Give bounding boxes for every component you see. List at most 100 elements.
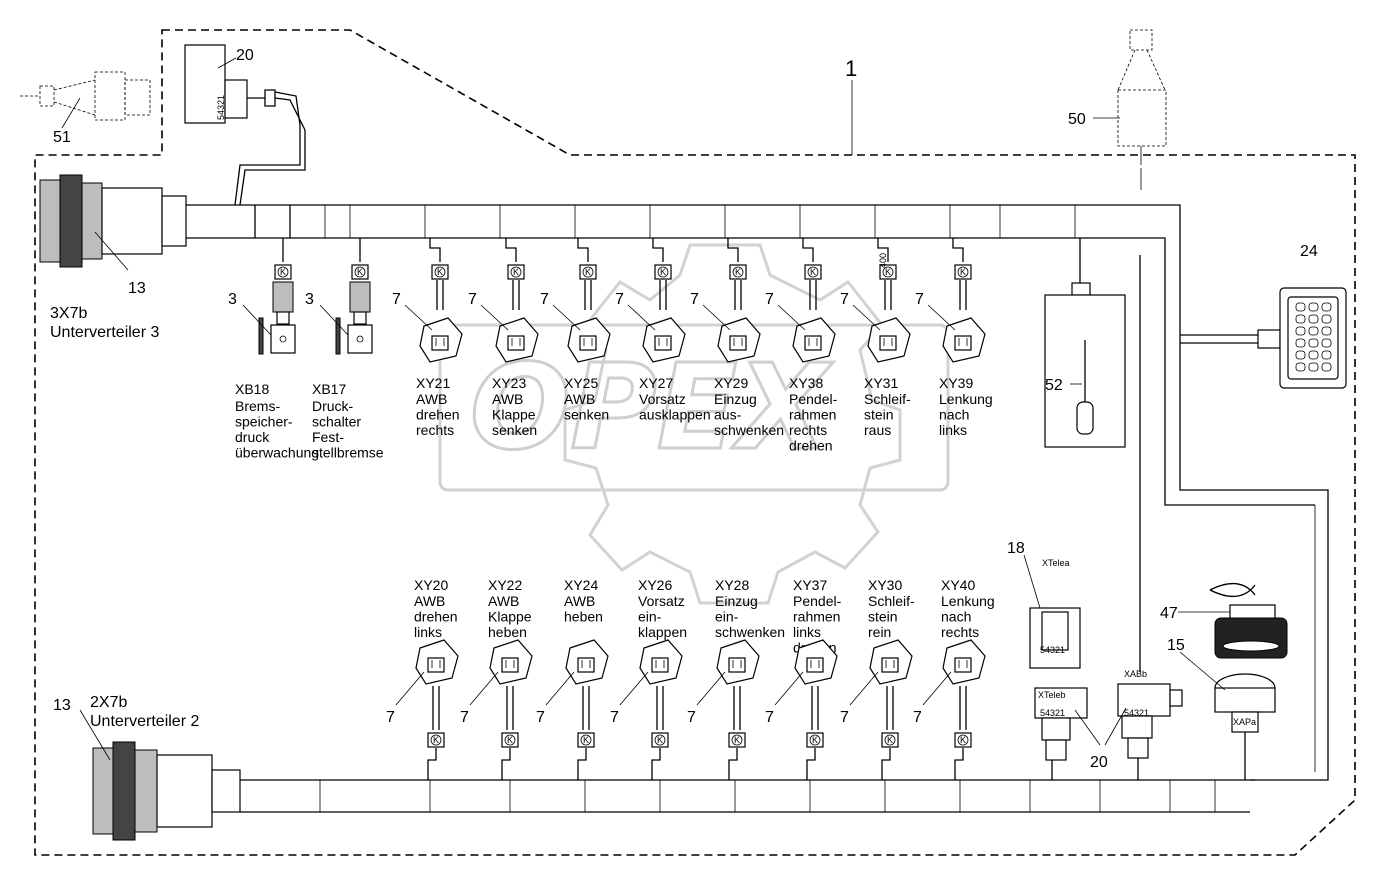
callout-20-bottom: 20	[1090, 754, 1108, 771]
k-clip-label: K	[513, 267, 519, 277]
leader-7	[849, 671, 879, 706]
valve-label: AWB	[416, 391, 447, 407]
branch-wire	[651, 748, 661, 780]
valve-socket	[579, 335, 597, 351]
k-clip-label: K	[433, 735, 439, 745]
valve-pins	[581, 660, 591, 668]
k-clip-icon	[434, 266, 446, 278]
connector-24-pin	[1308, 326, 1319, 336]
branch-cable	[436, 280, 444, 310]
valve-label: drehen	[789, 438, 833, 454]
valve-socket	[954, 657, 972, 673]
branch-cable	[659, 280, 667, 310]
tag-xteleb: XTeleb	[1038, 690, 1066, 700]
connector-24-pin	[1321, 350, 1332, 360]
callout-7: 7	[840, 291, 849, 308]
mark-400: 400	[878, 253, 888, 268]
k-clip-label: K	[887, 735, 893, 745]
valve-pins	[655, 660, 665, 668]
branch-cable	[959, 686, 967, 730]
branch-cable	[734, 280, 742, 310]
branch-cable	[512, 280, 520, 310]
callout-13-bottom: 13	[53, 697, 71, 714]
connector-24-pin	[1308, 362, 1319, 372]
valve-socket	[881, 657, 899, 673]
tag-xtelea: XTelea	[1042, 558, 1070, 568]
k-clip-label: K	[583, 735, 589, 745]
callout-1: 1	[845, 56, 857, 81]
k-clip-label: K	[735, 267, 741, 277]
connector-24-pin	[1321, 338, 1332, 348]
valve-socket	[501, 657, 519, 673]
sensor-label: druck	[235, 429, 270, 445]
k-clip-icon	[580, 734, 592, 746]
callout-7: 7	[690, 291, 699, 308]
sensor-pin-icon	[279, 335, 287, 343]
valve-id: XY37	[793, 577, 827, 593]
valve-pins	[958, 338, 968, 346]
valve-label: rahmen	[789, 407, 836, 423]
valve-label: Schleif-	[868, 593, 915, 609]
bottom-trunk	[240, 779, 1255, 813]
branch-wire	[954, 748, 964, 780]
branch-wire	[505, 238, 517, 262]
branch-wire	[952, 238, 964, 262]
callout-7: 7	[915, 291, 924, 308]
valve-label: Lenkung	[941, 593, 995, 609]
top-trunk	[186, 204, 1329, 781]
callout-7: 7	[468, 291, 477, 308]
component-15: XAPa 15	[1167, 637, 1276, 780]
k-clip-icon	[510, 266, 522, 278]
leader-7	[777, 304, 806, 331]
k-clip-icon	[807, 266, 819, 278]
valve-label: schwenken	[715, 624, 785, 640]
valve-id: XY29	[714, 375, 748, 391]
branch-wire	[806, 748, 816, 780]
leader-7	[619, 671, 649, 706]
connector-24-pin	[1295, 338, 1306, 348]
branch-wire	[427, 748, 437, 780]
k-clip-icon	[504, 734, 516, 746]
valve-socket	[431, 335, 449, 351]
valve-label: aus-	[714, 407, 742, 423]
branch-wire	[802, 238, 814, 262]
leader-7	[696, 671, 726, 706]
leader-7	[469, 671, 499, 706]
sensor-id: XB17	[312, 381, 346, 397]
valve-id: XY26	[638, 577, 672, 593]
branch-cable	[886, 686, 894, 730]
sensor-label: Fest-	[312, 429, 344, 445]
k-clip-icon	[654, 734, 666, 746]
valve-pins	[658, 338, 668, 346]
valve-label: stein	[868, 609, 898, 625]
valve-label: AWB	[492, 391, 523, 407]
k-clip-label: K	[810, 267, 816, 277]
branch-wire	[727, 238, 739, 262]
valve-label: Einzug	[714, 391, 757, 407]
sensor-neck	[276, 311, 290, 325]
connector-24-pin	[1295, 350, 1306, 360]
sensor-body	[349, 281, 371, 313]
leader-7	[774, 671, 804, 706]
sensor-label: Brems-	[235, 398, 280, 414]
k-clip-label: K	[960, 735, 966, 745]
k-clip-icon	[731, 734, 743, 746]
k-clip-icon	[957, 734, 969, 746]
distributor-bottom-id: 2X7b	[90, 694, 127, 711]
distributor-bottom-name: Unterverteiler 2	[90, 713, 199, 730]
svg-text:54321: 54321	[1040, 708, 1065, 718]
valve-id: XY21	[416, 375, 450, 391]
connector-24-pin	[1308, 314, 1319, 324]
svg-text:54321: 54321	[1040, 645, 1065, 655]
distributor-top-name: Unterverteiler 3	[50, 324, 159, 341]
sensor-probe	[258, 317, 264, 355]
connector-24-pin	[1308, 350, 1319, 360]
distributor-3x7b: 13 3X7b Unterverteiler 3	[39, 174, 187, 341]
valve-label: nach	[939, 407, 969, 423]
valve-label: rechts	[941, 624, 979, 640]
